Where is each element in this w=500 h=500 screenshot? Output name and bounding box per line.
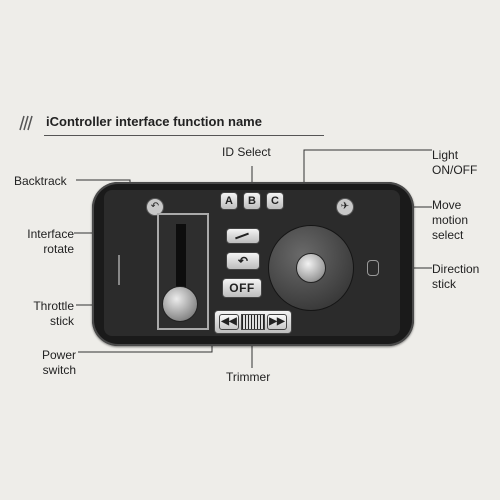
label-light: Light ON/OFF bbox=[432, 148, 477, 178]
power-switch-button[interactable]: OFF bbox=[222, 278, 262, 298]
phone-home-button bbox=[367, 260, 379, 276]
header-stripes-icon bbox=[19, 115, 33, 131]
label-power-switch: Power switch bbox=[14, 348, 76, 378]
id-button-b[interactable]: B bbox=[243, 192, 261, 210]
label-direction-stick: Direction stick bbox=[432, 262, 479, 292]
label-backtrack: Backtrack bbox=[14, 174, 67, 188]
label-light-line2: ON/OFF bbox=[432, 163, 478, 177]
section-header: iController interface function name bbox=[14, 108, 324, 138]
light-toggle-button[interactable] bbox=[226, 228, 260, 244]
label-direction-line2: stick bbox=[432, 277, 456, 291]
label-interface-rotate: Interface rotate bbox=[14, 227, 74, 257]
label-move-line3: select bbox=[432, 228, 464, 242]
interface-rotate-button[interactable]: ↶ bbox=[226, 252, 260, 270]
throttle-stick[interactable] bbox=[162, 286, 198, 322]
trimmer-left-button[interactable]: ◀◀ bbox=[219, 314, 239, 330]
label-light-line1: Light bbox=[432, 148, 459, 162]
section-title: iController interface function name bbox=[46, 114, 262, 129]
label-move-line2: motion bbox=[432, 213, 469, 227]
label-rotate-line1: Interface bbox=[27, 227, 74, 241]
label-throttle-line2: stick bbox=[50, 314, 74, 328]
trimmer-right-button[interactable]: ▶▶ bbox=[267, 314, 287, 330]
label-power-line1: Power bbox=[41, 348, 76, 362]
label-throttle-line1: Throttle bbox=[33, 299, 74, 313]
label-throttle-stick: Throttle stick bbox=[14, 299, 74, 329]
trimmer-control[interactable]: ◀◀ ▶▶ bbox=[214, 310, 292, 334]
trimmer-scale bbox=[241, 314, 265, 330]
label-direction-line1: Direction bbox=[432, 262, 480, 276]
direction-stick[interactable] bbox=[296, 253, 326, 283]
light-icon bbox=[235, 232, 249, 240]
label-move-line1: Move bbox=[432, 198, 462, 212]
title-underline bbox=[44, 135, 324, 136]
phone-earpiece bbox=[118, 255, 120, 285]
label-trimmer: Trimmer bbox=[226, 370, 271, 384]
label-move-motion: Move motion select bbox=[432, 198, 468, 243]
id-button-a[interactable]: A bbox=[220, 192, 238, 210]
label-id-select: ID Select bbox=[222, 145, 271, 159]
id-button-c[interactable]: C bbox=[266, 192, 284, 210]
throttle-track bbox=[176, 224, 186, 300]
backtrack-icon[interactable]: ↶ bbox=[146, 198, 164, 216]
move-motion-icon[interactable]: ✈ bbox=[336, 198, 354, 216]
label-power-line2: switch bbox=[42, 363, 76, 377]
label-rotate-line2: rotate bbox=[43, 242, 74, 256]
